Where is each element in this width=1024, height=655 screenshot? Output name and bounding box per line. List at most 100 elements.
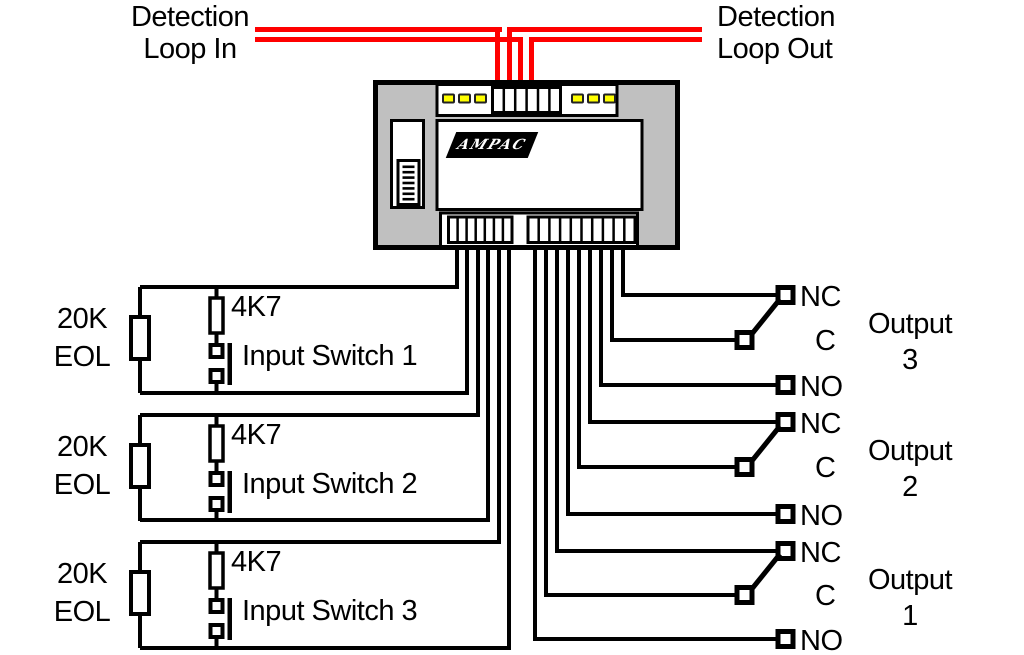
no-label-output2: NO bbox=[800, 500, 843, 532]
loop-out-drop-bottom bbox=[529, 37, 534, 80]
output-wires bbox=[533, 249, 778, 641]
loop-in-wire-top bbox=[255, 27, 502, 32]
loop-out-label: Detection Loop Out bbox=[717, 1, 836, 65]
output-title-number: 2 bbox=[902, 471, 918, 503]
brand-logo: AMPAC bbox=[445, 132, 539, 158]
switch-contact-lower-1 bbox=[208, 368, 225, 384]
eol-value: 20K bbox=[56, 303, 108, 335]
input-wires bbox=[138, 249, 511, 650]
eol-label-input3: 20K EOL bbox=[50, 555, 114, 631]
wire-input1-bottom bbox=[140, 249, 469, 395]
wire-input3-bottom bbox=[140, 249, 511, 650]
brand-logo-text: AMPAC bbox=[454, 137, 530, 153]
eol-resistor-1 bbox=[129, 315, 151, 361]
wire-output3-no bbox=[599, 249, 778, 387]
nc-label-output1: NC bbox=[800, 537, 841, 569]
detection-loop-wires bbox=[255, 27, 702, 80]
terminal-nc-output3 bbox=[775, 285, 796, 305]
led-icon bbox=[587, 93, 600, 104]
input-switch-label-3: Input Switch 3 bbox=[242, 595, 418, 627]
terminal-no-output1 bbox=[775, 629, 796, 649]
terminal-c-output3 bbox=[734, 330, 755, 350]
eol-label-input1: 20K EOL bbox=[50, 300, 114, 376]
series-resistor-2 bbox=[208, 424, 225, 463]
eol-name: EOL bbox=[53, 341, 111, 373]
led-icon bbox=[571, 93, 584, 104]
loop-in-drop-bottom bbox=[518, 37, 523, 80]
loop-in-drop-top bbox=[495, 27, 500, 80]
switch-contact-upper-1 bbox=[208, 343, 225, 359]
switch-contact-upper-2 bbox=[208, 471, 225, 487]
eol-name: EOL bbox=[53, 469, 111, 501]
input-switch-label-1: Input Switch 1 bbox=[242, 340, 418, 372]
terminal-nc-output2 bbox=[775, 412, 796, 432]
output-terminals bbox=[734, 285, 796, 649]
bottom-connector-left bbox=[447, 215, 514, 244]
input-components bbox=[129, 296, 232, 640]
no-label-output1: NO bbox=[800, 625, 843, 655]
module bbox=[373, 80, 680, 250]
wire-input2-top bbox=[140, 249, 480, 417]
eol-resistor-2 bbox=[129, 443, 151, 489]
resistor-value-label-input1: 4K7 bbox=[231, 291, 282, 323]
bottom-connector-right-dividers bbox=[537, 217, 626, 243]
relay-armature-output2 bbox=[749, 424, 782, 464]
wire-input1-top bbox=[140, 249, 459, 289]
output-title-number: 1 bbox=[902, 600, 918, 632]
wire-input2-bottom bbox=[140, 249, 490, 522]
wire-output1-c bbox=[544, 249, 737, 597]
bottom-connector-left-dividers bbox=[456, 217, 505, 243]
c-label-output2: C bbox=[815, 452, 836, 484]
led-indicators bbox=[442, 93, 616, 104]
nc-label-output2: NC bbox=[800, 408, 841, 440]
terminal-c-output1 bbox=[734, 585, 755, 605]
output-title-number: 3 bbox=[902, 344, 918, 376]
eol-label-input2: 20K EOL bbox=[50, 428, 114, 504]
nc-label-output3: NC bbox=[800, 281, 841, 313]
wire-output2-no bbox=[566, 249, 778, 516]
resistor-value-label-input2: 4K7 bbox=[231, 419, 282, 451]
loop-out-wire-bottom bbox=[529, 37, 702, 42]
terminal-nc-output1 bbox=[775, 541, 796, 561]
switch-contact-lower-3 bbox=[208, 623, 225, 639]
terminal-no-output2 bbox=[775, 504, 796, 524]
eol-resistor-3 bbox=[129, 570, 151, 616]
c-label-output1: C bbox=[815, 580, 836, 612]
switch-lever-2 bbox=[227, 471, 232, 513]
loop-out-label-line1: Detection bbox=[717, 1, 836, 33]
led-icon bbox=[458, 93, 471, 104]
switch-lever-1 bbox=[227, 343, 232, 385]
eol-value: 20K bbox=[56, 431, 108, 463]
relay-armature-output3 bbox=[749, 297, 782, 337]
loop-out-drop-top bbox=[507, 27, 512, 80]
wire-input3-top bbox=[140, 249, 501, 544]
led-icon bbox=[474, 93, 487, 104]
switch-contact-upper-3 bbox=[208, 598, 225, 614]
wire-output3-nc bbox=[621, 249, 778, 297]
loop-in-wire-bottom bbox=[255, 37, 523, 42]
relay-armature-output1 bbox=[749, 552, 782, 592]
terminal-no-output3 bbox=[775, 375, 796, 395]
eol-name: EOL bbox=[53, 596, 111, 628]
loop-in-label-line1: Detection bbox=[130, 1, 250, 33]
loop-in-label: Detection Loop In bbox=[123, 1, 257, 65]
top-connector-dividers bbox=[502, 87, 551, 113]
input-switch-label-2: Input Switch 2 bbox=[242, 468, 418, 500]
dip-switch-bars bbox=[402, 165, 415, 201]
wire-output2-nc bbox=[588, 249, 778, 424]
led-icon bbox=[603, 93, 616, 104]
output3-title: Output 3 bbox=[860, 306, 960, 378]
eol-value: 20K bbox=[56, 558, 108, 590]
switch-lever-3 bbox=[227, 598, 232, 640]
series-resistor-3 bbox=[208, 551, 225, 590]
wire-output2-c bbox=[577, 249, 737, 469]
loop-out-label-line2: Loop Out bbox=[717, 33, 833, 65]
output1-title: Output 1 bbox=[860, 562, 960, 634]
wire-output1-nc bbox=[555, 249, 778, 553]
wire-output1-no bbox=[533, 249, 778, 641]
no-label-output3: NO bbox=[800, 371, 843, 403]
loop-out-wire-top bbox=[507, 27, 702, 32]
switch-contact-lower-2 bbox=[208, 496, 225, 512]
